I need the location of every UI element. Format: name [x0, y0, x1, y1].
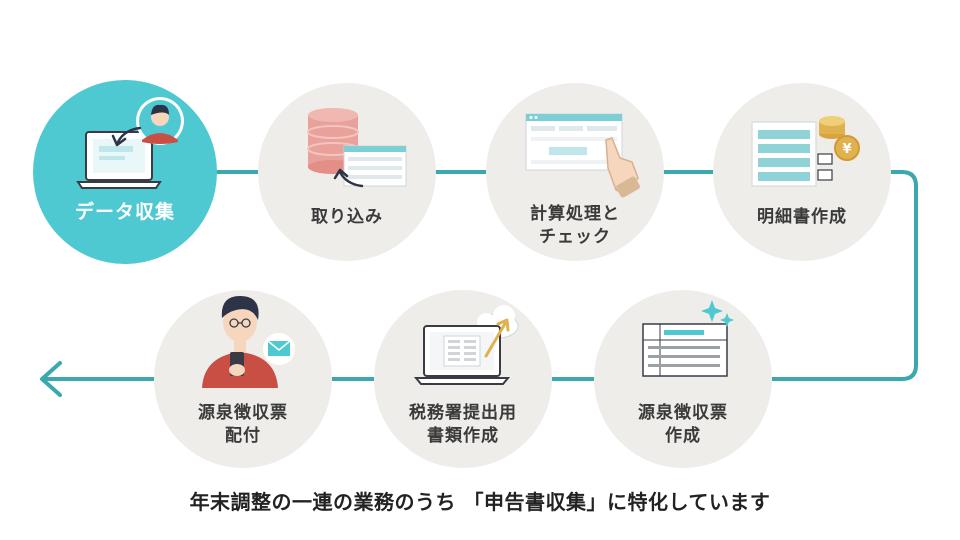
step-label-statement-creation: 明細書作成: [757, 207, 847, 227]
step-label-withholding-slip-creation: 源泉徴収票 作成: [638, 403, 728, 446]
step-label-tax-office-documents: 税務署提出用 書類作成: [409, 403, 517, 446]
caption: 年末調整の一連の業務のうち 「申告書収集」に特化しています: [189, 490, 771, 514]
step-label-calculation-check: 計算処理と チェック: [530, 204, 620, 247]
person-phone-mail-icon: [202, 296, 295, 388]
step-import: [258, 83, 436, 261]
step-tax-office-documents: [374, 290, 552, 468]
person-laptop-icon: [76, 97, 184, 189]
spreadsheet-tap-icon: [525, 113, 640, 198]
step-withholding-slip-distribution: [154, 290, 332, 468]
step-label-withholding-slip-distribution: 源泉徴収票 配付: [198, 403, 288, 446]
flow-arrowhead: [40, 361, 62, 397]
step-label-import: 取り込み: [311, 207, 383, 227]
document-sparkle-icon: [642, 300, 734, 377]
step-withholding-slip-creation: [594, 290, 772, 468]
step-label-data-collection: データ収集: [74, 201, 175, 223]
database-import-icon: [307, 108, 407, 188]
step-data-collection: [33, 80, 217, 264]
statement-coins-icon: ¥: [751, 116, 860, 187]
step-calculation-check: [486, 83, 664, 261]
laptop-cloud-upload-icon: [413, 305, 519, 385]
step-statement-creation: ¥: [713, 83, 891, 261]
svg-text:¥: ¥: [842, 142, 851, 157]
flow-line: [42, 170, 918, 381]
